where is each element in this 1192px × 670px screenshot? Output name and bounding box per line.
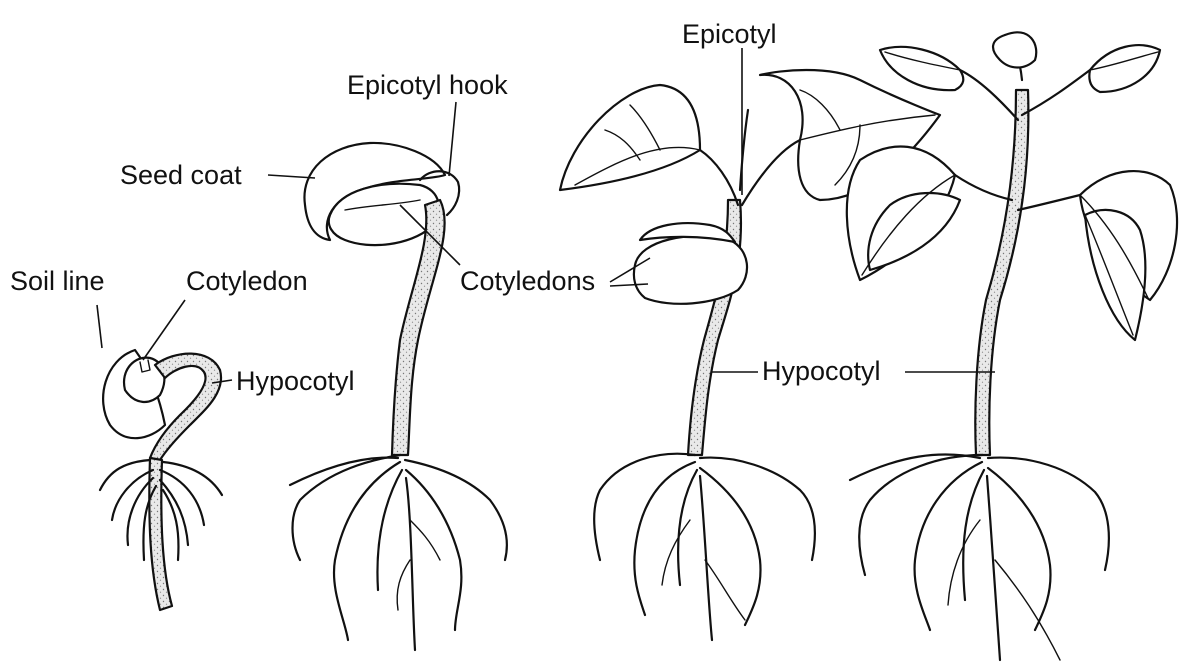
labels: Soil line Cotyledon Hypocotyl Seed coat … [10, 19, 881, 396]
label-epicotyl: Epicotyl [682, 19, 777, 49]
label-cotyledons: Cotyledons [460, 266, 595, 296]
leaf-stage-4-top [993, 32, 1036, 67]
label-hypocotyl-1: Hypocotyl [236, 366, 355, 396]
label-cotyledon: Cotyledon [186, 266, 308, 296]
leader-soil-line [97, 305, 102, 348]
leaf-stage-3-left [560, 85, 700, 190]
roots-stage-2 [290, 455, 507, 650]
label-seed-coat: Seed coat [120, 160, 242, 190]
roots-stage-4 [850, 454, 1109, 660]
leader-cotyledon [143, 300, 185, 360]
seedling-stage-2 [290, 143, 507, 650]
roots-stage-3 [594, 454, 815, 640]
leader-epicotyl-hook [449, 102, 456, 176]
seedling-stage-1 [100, 350, 222, 610]
hypocotyl-stage-4 [975, 90, 1028, 455]
cotyledons-stage-3 [634, 236, 747, 304]
label-soil-line: Soil line [10, 266, 105, 296]
label-epicotyl-hook: Epicotyl hook [347, 70, 508, 100]
leaf-stage-4-upper-right [1089, 45, 1160, 92]
label-hypocotyl-2: Hypocotyl [762, 356, 881, 386]
